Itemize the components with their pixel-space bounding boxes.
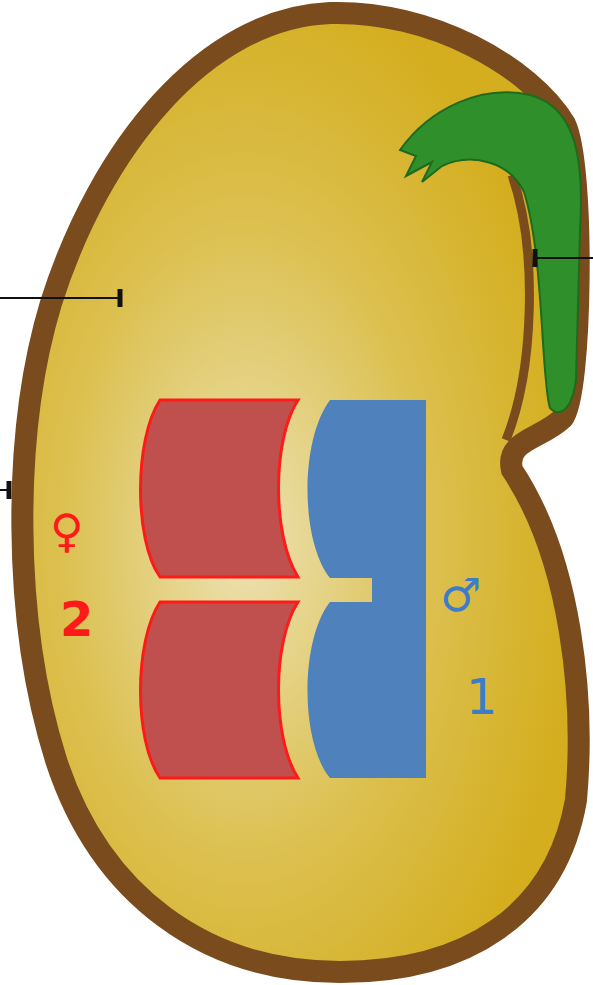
leader-line xyxy=(0,481,9,499)
sex-symbol: ♀ xyxy=(50,508,84,554)
embryo-coat-line xyxy=(506,175,529,440)
callout-number: 1 xyxy=(466,672,498,722)
female-part xyxy=(141,602,299,778)
leader-line xyxy=(535,249,593,267)
callout-number: 2 xyxy=(60,595,93,643)
embryo xyxy=(400,92,581,412)
leader-line xyxy=(0,289,120,307)
female-part xyxy=(141,400,299,577)
sex-symbol: ♂ xyxy=(440,572,481,618)
male-part xyxy=(308,400,427,778)
